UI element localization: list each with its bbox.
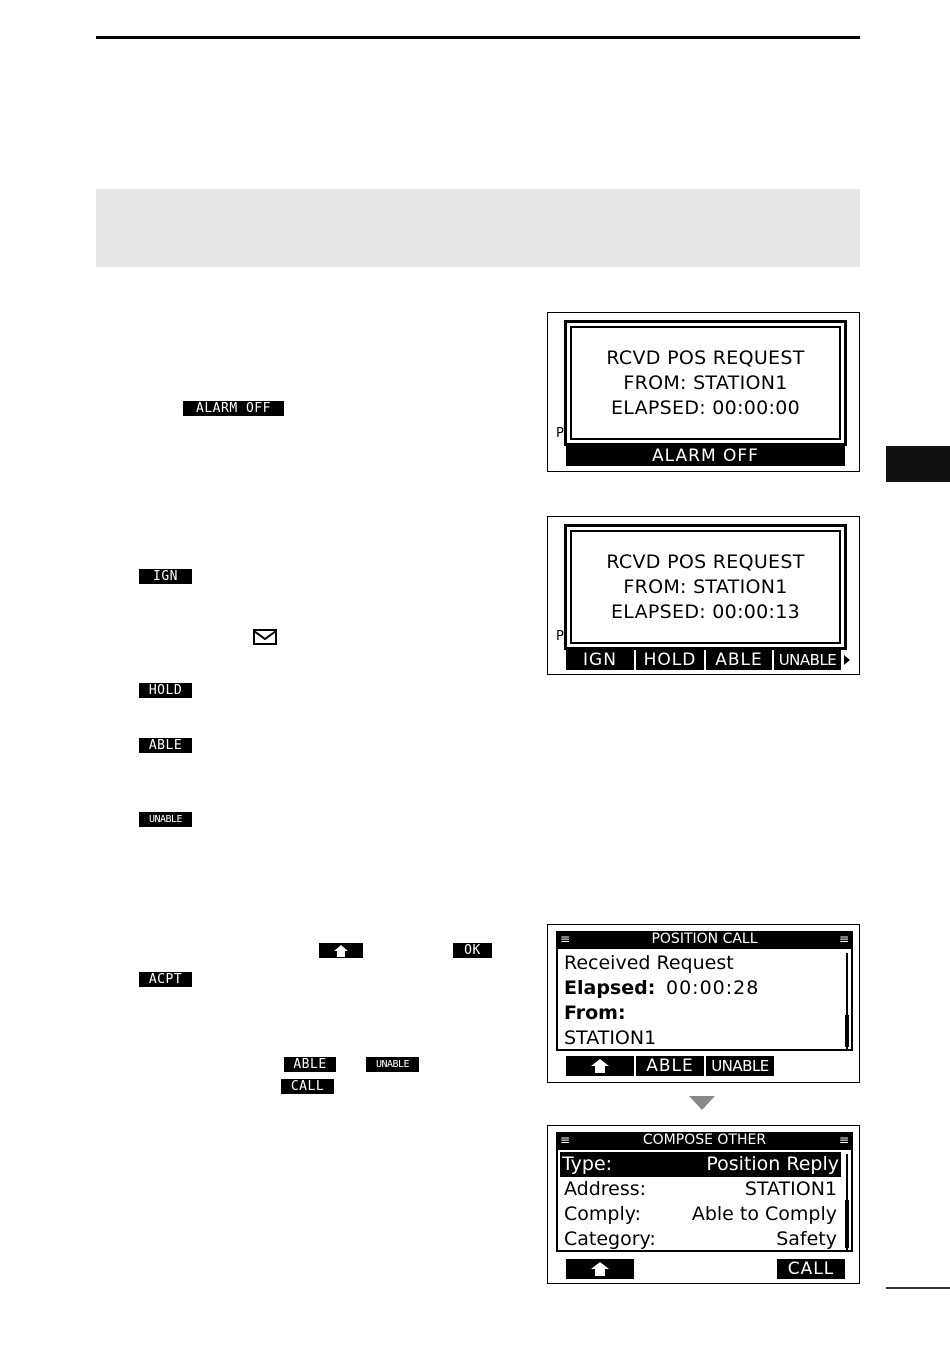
menu-icon[interactable]: ≡ <box>560 932 571 946</box>
alert-line-1: RCVD POS REQUEST <box>606 550 805 573</box>
alert-dialog: RCVD POS REQUEST FROM: STATION1 ELAPSED:… <box>564 320 847 446</box>
alert-line-1: RCVD POS REQUEST <box>606 346 805 369</box>
softkey-bar: IGN HOLD ABLE UNABLE <box>566 650 850 670</box>
softkey-bar-left <box>566 1259 634 1279</box>
scrollbar-thumb[interactable] <box>845 1015 849 1047</box>
call-softkey[interactable]: CALL <box>777 1259 845 1279</box>
home-softkey[interactable] <box>566 1259 634 1279</box>
unable-softkey[interactable]: UNABLE <box>774 650 841 670</box>
scrollbar-thumb[interactable] <box>845 1200 849 1248</box>
top-rule <box>96 36 860 39</box>
down-arrow-icon <box>689 1096 715 1110</box>
ign-softkey[interactable]: IGN <box>566 650 634 670</box>
alarm-off-key-chip: ALARM OFF <box>183 401 284 416</box>
menu-row-category[interactable]: Category: Safety <box>564 1228 837 1250</box>
menu-row-address[interactable]: Address: STATION1 <box>564 1178 837 1200</box>
section-header-band <box>96 189 860 267</box>
able-softkey[interactable]: ABLE <box>706 650 772 670</box>
menu-title: COMPOSE OTHER <box>642 1132 767 1148</box>
lcd-screen-alarm: RCVD POS REQUEST FROM: STATION1 ELAPSED:… <box>547 312 860 472</box>
alarm-off-softkey[interactable]: ALARM OFF <box>566 446 845 466</box>
menu-icon-right[interactable]: ≡ <box>838 932 849 946</box>
home-softkey[interactable] <box>566 1056 634 1076</box>
alert-line-2: FROM: STATION1 <box>623 575 788 598</box>
menu-row-from: From: <box>564 1002 626 1024</box>
lcd-screen-reply-options: RCVD POS REQUEST FROM: STATION1 ELAPSED:… <box>547 516 860 675</box>
acpt-key-chip: ACPT <box>139 972 192 987</box>
able-softkey[interactable]: ABLE <box>636 1056 704 1076</box>
scrollbar[interactable] <box>846 953 848 1049</box>
menu-title: POSITION CALL <box>651 931 758 947</box>
home-icon <box>591 1059 609 1073</box>
menu-row-status: Received Request <box>564 952 734 974</box>
section-tab-marker <box>886 446 950 482</box>
home-icon <box>334 945 348 957</box>
unable-key-chip: UNABLE <box>139 812 192 827</box>
menu-row-comply[interactable]: Comply: Able to Comply <box>564 1203 837 1225</box>
menu-row-type[interactable]: Type: Position Reply <box>560 1152 841 1177</box>
hold-key-chip: HOLD <box>139 683 192 698</box>
alert-dialog: RCVD POS REQUEST FROM: STATION1 ELAPSED:… <box>564 524 847 650</box>
hold-softkey[interactable]: HOLD <box>636 650 704 670</box>
menu-row-station: STATION1 <box>564 1027 657 1049</box>
envelope-icon <box>253 629 277 645</box>
right-arrow-icon[interactable] <box>844 655 850 665</box>
menu-icon[interactable]: ≡ <box>560 1133 571 1147</box>
menu-content: Type: Position Reply Address: STATION1 C… <box>556 1148 853 1252</box>
able-key-chip-2: ABLE <box>284 1057 336 1072</box>
unable-softkey[interactable]: UNABLE <box>706 1056 774 1076</box>
home-icon <box>591 1262 609 1276</box>
alert-line-2: FROM: STATION1 <box>623 371 788 394</box>
lcd-screen-compose-other: ≡ COMPOSE OTHER ≡ Type: Position Reply A… <box>547 1125 860 1284</box>
softkey-bar-right: CALL <box>777 1259 845 1279</box>
menu-title-bar: ≡ POSITION CALL ≡ <box>556 931 853 947</box>
alert-line-3: ELAPSED: 00:00:13 <box>610 600 801 623</box>
page-number-rule <box>886 1287 950 1289</box>
able-key-chip: ABLE <box>139 738 192 753</box>
menu-icon-right[interactable]: ≡ <box>838 1133 849 1147</box>
unable-key-chip-2: UNABLE <box>366 1057 419 1072</box>
call-key-chip: CALL <box>281 1079 334 1094</box>
home-key-chip <box>319 943 363 958</box>
menu-title-bar: ≡ COMPOSE OTHER ≡ <box>556 1132 853 1148</box>
softkey-bar: ALARM OFF <box>566 446 845 466</box>
lcd-screen-position-call: ≡ POSITION CALL ≡ Received Request Elaps… <box>547 924 860 1083</box>
menu-row-elapsed: Elapsed: 00:00:28 <box>564 977 760 999</box>
ign-key-chip: IGN <box>139 569 192 584</box>
alert-line-3: ELAPSED: 00:00:00 <box>610 396 801 419</box>
softkey-bar: ABLE UNABLE <box>566 1056 774 1076</box>
menu-content: Received Request Elapsed: 00:00:28 From:… <box>556 947 853 1051</box>
ok-key-chip: OK <box>453 943 492 958</box>
channel-mark: P <box>556 629 564 644</box>
channel-mark: P <box>556 426 564 441</box>
